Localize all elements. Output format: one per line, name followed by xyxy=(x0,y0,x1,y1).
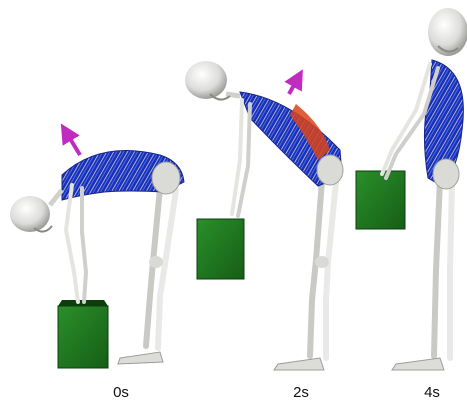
force-arrow xyxy=(66,132,80,155)
skeleton-figure xyxy=(185,61,343,370)
box xyxy=(356,171,405,229)
box xyxy=(58,300,108,368)
frame-4s xyxy=(356,8,467,370)
time-label-2s: 2s xyxy=(281,384,321,401)
time-label-0s: 0s xyxy=(101,384,141,401)
frame-2s xyxy=(185,61,343,370)
frame-0s xyxy=(10,132,184,368)
time-label-4s: 4s xyxy=(412,384,452,401)
box xyxy=(197,219,244,279)
force-arrow xyxy=(289,78,298,94)
